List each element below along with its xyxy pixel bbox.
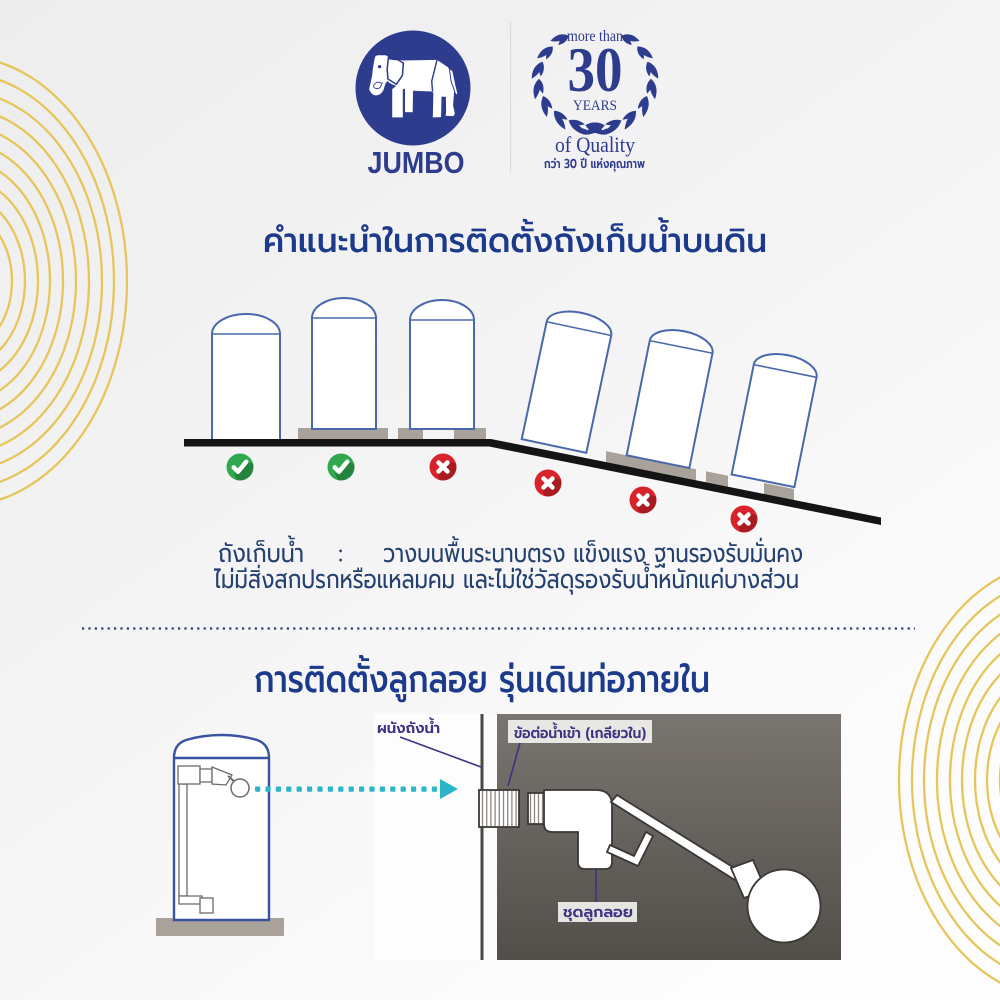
svg-text:JUMBO: JUMBO bbox=[368, 145, 465, 180]
svg-text:more than: more than bbox=[567, 28, 623, 45]
svg-text:of Quality: of Quality bbox=[555, 132, 635, 157]
svg-text:YEARS: YEARS bbox=[573, 98, 617, 114]
svg-text:30: 30 bbox=[568, 34, 623, 105]
